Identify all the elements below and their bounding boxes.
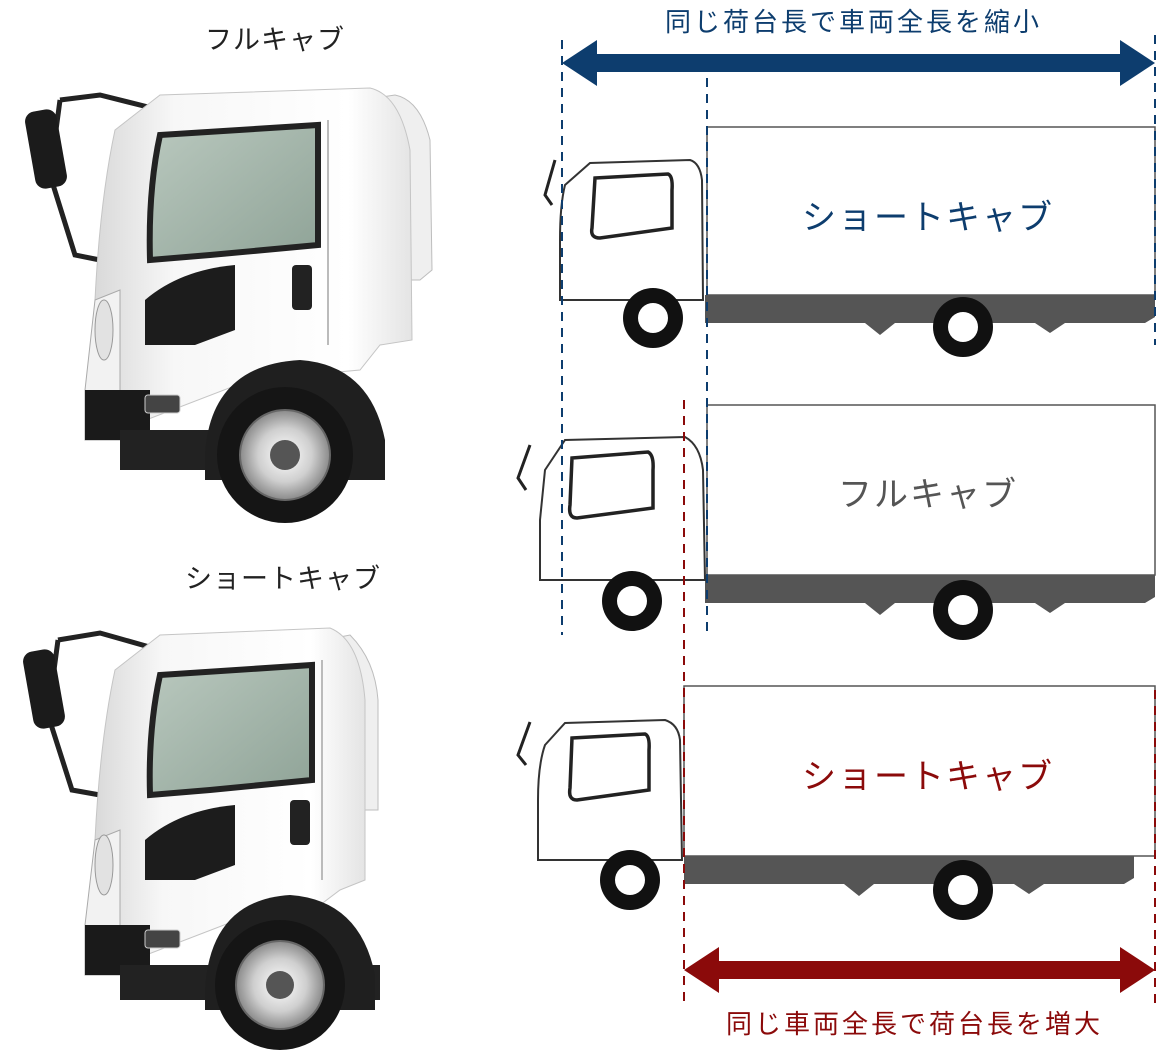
- cab-photos: [23, 87, 433, 1050]
- bottom-comparison-label: 同じ車両全長で荷台長を増大: [726, 1010, 1104, 1040]
- blue-double-arrow: [562, 40, 1155, 86]
- blue-guide-lines: [561, 35, 1156, 635]
- short-cab-photo: [23, 627, 380, 1050]
- cargo-box: [706, 126, 1156, 296]
- cargo-box: [683, 685, 1156, 857]
- truck-middle-label: フルキャブ: [838, 475, 1018, 515]
- cargo-box: [706, 404, 1156, 576]
- red-guide-lines: [683, 400, 1156, 1005]
- truck-top-label: ショートキャブ: [802, 198, 1054, 238]
- truck-bottom-label: ショートキャブ: [802, 757, 1054, 797]
- top-comparison-label: 同じ荷台長で車両全長を縮小: [665, 8, 1043, 38]
- short-cab-photo-label: ショートキャブ: [185, 564, 381, 595]
- truck-full-cab-middle: [516, 404, 1156, 640]
- truck-short-cab-top: [543, 126, 1156, 357]
- full-cab-photo-label: フルキャブ: [205, 25, 345, 56]
- full-cab-photo: [25, 87, 433, 523]
- truck-short-cab-bottom: [516, 685, 1156, 920]
- red-double-arrow: [684, 947, 1155, 993]
